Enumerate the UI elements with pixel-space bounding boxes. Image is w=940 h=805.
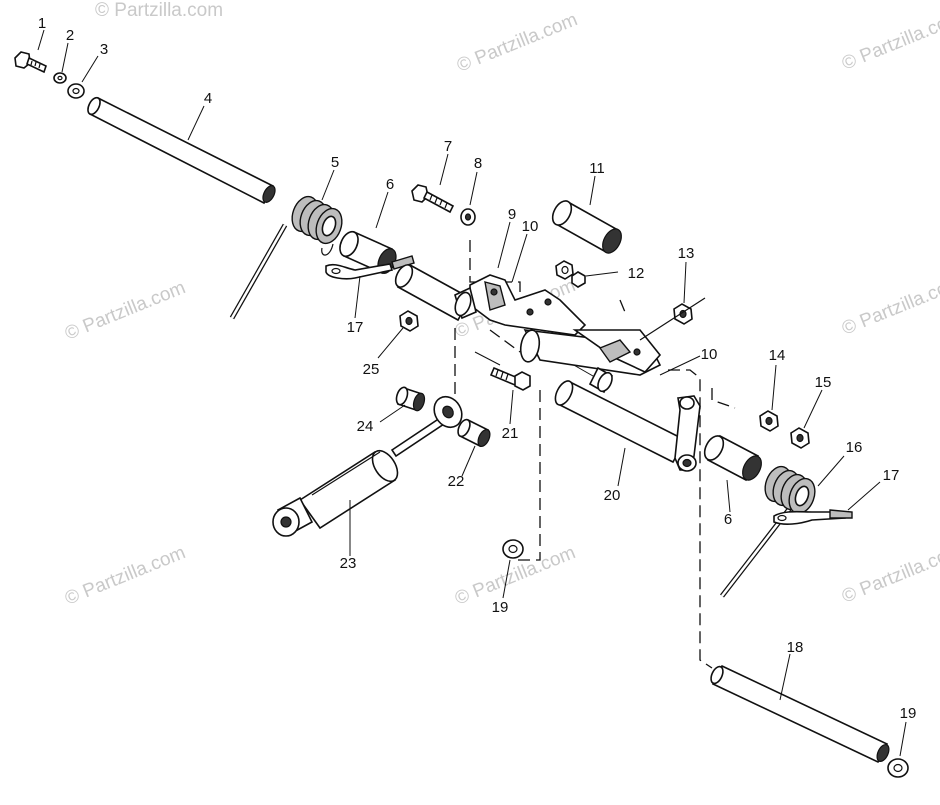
callout-19: 19 [492,599,509,616]
callout-19-right: 19 [900,705,917,722]
callout-4: 4 [204,90,212,107]
washer-part-2 [53,72,67,84]
bushing-part-22 [457,418,491,448]
leader-lines [37,29,907,757]
callout-5: 5 [331,154,339,171]
callout-6: 6 [386,176,394,193]
tie-part-17 [325,255,415,280]
watermark: © Partzilla.com [62,542,189,609]
washer-part-19 [502,539,524,559]
tube-part-18 [710,664,890,764]
callout-7: 7 [444,138,452,155]
callout-18: 18 [787,639,804,656]
callout-10: 10 [522,218,539,235]
callout-23: 23 [340,555,357,572]
nut-part-12 [555,260,586,288]
callout-2: 2 [66,27,74,44]
nut-part-14 [759,410,779,432]
callout-21: 21 [502,425,519,442]
callout-9: 9 [508,206,516,223]
watermark: © Partzilla.com [62,277,189,344]
callout-12: 12 [628,265,645,282]
watermark: © Partzilla.com [454,9,581,76]
watermark: © Partzilla.com [839,540,940,607]
callout-8: 8 [474,155,482,172]
bolt-part-1 [14,51,47,74]
nut-part-13 [673,303,693,325]
shaft-part-20 [554,366,687,464]
torsion-spring-part-16 [720,465,816,598]
bushing-part-6-right [703,434,762,482]
link-plate [674,395,701,472]
callout-3: 3 [100,41,108,58]
torsion-spring-part-5 [229,195,343,320]
callout-25: 25 [363,361,380,378]
callout-15: 15 [815,374,832,391]
assembly-lines [454,240,736,669]
callout-1: 1 [38,15,46,32]
bushing-part-24 [395,386,426,412]
bracket-part-9 [454,274,587,336]
nut-part-25 [399,310,419,332]
nut-part-15 [790,427,810,449]
callout-17-right: 17 [883,467,900,484]
cross-shaft [519,297,706,376]
watermark: © Partzilla.com [95,0,223,21]
shock-absorber-part-23 [272,395,463,537]
callout-17: 17 [347,319,364,336]
bolt-part-21 [489,366,531,391]
callout-14: 14 [769,347,786,364]
callout-6-right: 6 [724,511,732,528]
washer-part-3 [67,83,85,99]
bolt-part-7 [411,184,455,214]
callout-13: 13 [678,245,695,262]
callout-24: 24 [357,418,374,435]
callouts: 1 2 3 4 5 6 6 7 8 9 10 10 11 12 13 14 15… [38,15,917,722]
tube-part-4 [87,96,276,205]
callout-22: 22 [448,473,465,490]
callout-11: 11 [589,160,605,177]
callout-16: 16 [846,439,863,456]
shaft-upper [394,263,472,322]
washer-part-19-right [887,758,909,778]
watermark: © Partzilla.com [839,272,940,339]
bushing-part-11 [551,200,622,254]
watermark: © Partzilla.com [839,7,940,74]
tie-part-17-right [773,509,853,525]
callout-10-right: 10 [701,346,718,363]
callout-20: 20 [604,487,621,504]
